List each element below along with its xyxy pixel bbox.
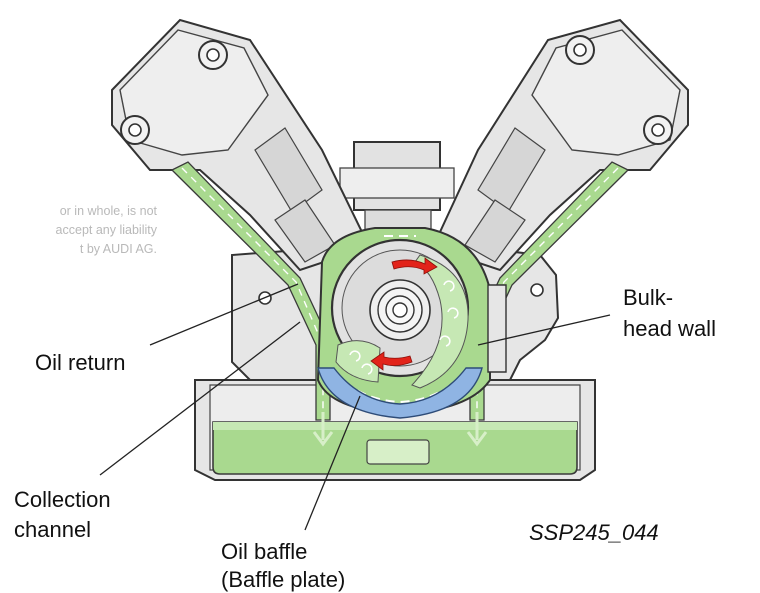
engine-mount-right [530, 283, 544, 297]
label-oil-baffle-line-2: (Baffle plate) [221, 567, 346, 592]
bulkhead-wall [487, 284, 507, 373]
oil-sump [212, 421, 578, 475]
oil-foam [335, 254, 469, 389]
watermark-line-2: accept any liability [55, 223, 157, 237]
right-camshaft-upper [565, 35, 595, 65]
left-camshaft-lower [120, 115, 150, 145]
oil-return-channel-left [170, 161, 331, 421]
left-cylinder-bank [111, 18, 364, 272]
right-camshaft-lower [643, 115, 673, 145]
leader-oil-return [149, 283, 299, 346]
left-camshaft-upper [198, 40, 228, 70]
label-bulkhead-line-2: head wall [623, 316, 716, 341]
oil-baffle-plate [317, 367, 483, 419]
label-collection-line-2: channel [14, 517, 92, 542]
label-bulkhead-line-1: Bulk- [623, 285, 674, 310]
leader-oil-baffle [304, 395, 361, 531]
return-flow-arrow-left [312, 412, 334, 447]
label-collection-line-1: Collection [14, 487, 111, 512]
label-oil-return: Oil return [35, 350, 126, 375]
rotation-arrow-upper [391, 257, 438, 275]
return-flow-arrow-right [466, 412, 488, 447]
watermark-line-1: or in whole, is not [59, 204, 157, 218]
rotation-arrow-lower [370, 351, 413, 371]
right-cylinder-bank [438, 18, 689, 272]
leader-bulkhead-wall [477, 314, 611, 346]
watermark-line-3: t by AUDI AG. [79, 242, 157, 256]
leader-collection-channel [99, 321, 301, 476]
figure-code: SSP245_044 [529, 520, 659, 545]
label-oil-baffle-line-1: Oil baffle [221, 539, 308, 564]
